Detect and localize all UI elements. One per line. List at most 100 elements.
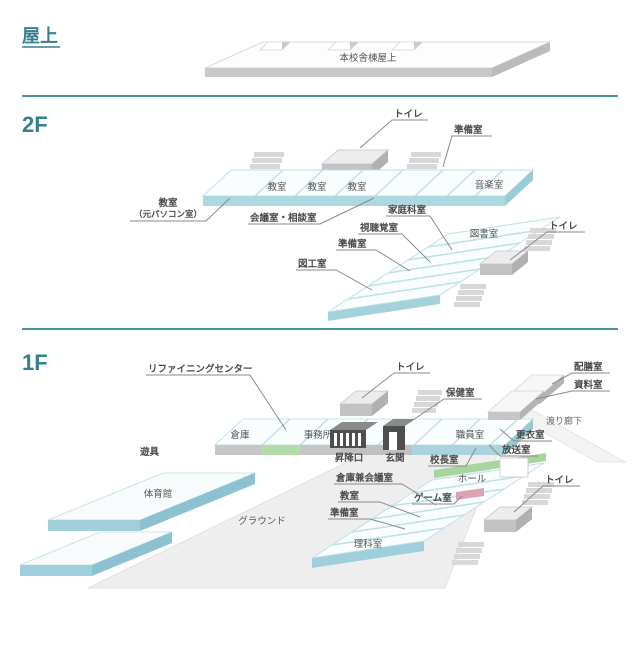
room-divider bbox=[446, 169, 476, 197]
leader-label-meeting: 会議室・相談室 bbox=[250, 212, 317, 224]
room-divider bbox=[261, 418, 291, 446]
room-label-hall: ホール bbox=[458, 474, 487, 485]
room-divider bbox=[347, 281, 461, 300]
stair-step bbox=[456, 296, 482, 301]
leader-label-classroom-pc-sub: （元パソコン室） bbox=[134, 209, 202, 219]
room-label-classroom: 教室 bbox=[347, 181, 366, 193]
f1-strip-front-refining bbox=[262, 445, 300, 455]
stair-step bbox=[254, 152, 284, 157]
leader-label-audio-visual: 視聴覚室 bbox=[359, 222, 399, 234]
f1-strip-front-storage bbox=[215, 445, 262, 455]
toilet-box-side bbox=[516, 507, 532, 532]
stair-step bbox=[526, 488, 552, 493]
room-label-ground: グラウンド bbox=[238, 515, 286, 527]
rooftop-stair-bulkhead-shade bbox=[350, 42, 358, 50]
leader-line bbox=[513, 485, 580, 513]
room-label-classroom: 教室 bbox=[267, 181, 286, 193]
room-divider bbox=[391, 488, 505, 507]
leader-label-prep: 準備室 bbox=[330, 507, 359, 519]
stair-step bbox=[526, 240, 552, 245]
stair-step bbox=[409, 158, 439, 163]
leader-label-refining: リファイニングセンター bbox=[148, 363, 253, 375]
leader-label-classroom-pc: 教室 bbox=[157, 197, 178, 209]
stair-step bbox=[416, 396, 440, 401]
room-label-music: 音楽室 bbox=[475, 179, 504, 191]
leader-label-prep: 準備室 bbox=[454, 124, 483, 136]
leader-label-changing: 更衣室 bbox=[516, 429, 545, 441]
leader-label-classroom: 教室 bbox=[339, 490, 360, 502]
room-divider bbox=[331, 527, 445, 546]
stair-step bbox=[460, 284, 486, 289]
rooftop-stair-bulkhead-shade bbox=[282, 42, 290, 50]
f1-strip-side bbox=[505, 419, 533, 455]
leader-line bbox=[409, 398, 482, 423]
entrance-top bbox=[383, 419, 415, 426]
leader-line bbox=[336, 249, 411, 272]
leader-line bbox=[386, 215, 453, 251]
gym-annex-slab-front bbox=[20, 565, 92, 576]
room-divider bbox=[411, 475, 525, 494]
leader-line bbox=[359, 119, 428, 149]
toilet-box-side bbox=[512, 251, 528, 275]
leader-line bbox=[130, 197, 231, 222]
stair-step bbox=[458, 290, 484, 295]
stair-step bbox=[458, 542, 484, 547]
room-divider bbox=[371, 501, 485, 520]
label-shoe-entrance: 昇降口 bbox=[335, 452, 364, 464]
leader-line bbox=[509, 231, 585, 261]
stair-step bbox=[456, 548, 482, 553]
leader-line bbox=[334, 483, 437, 506]
leader-line bbox=[499, 428, 552, 442]
locker-stripe bbox=[334, 433, 337, 446]
toilet-box bbox=[478, 250, 530, 275]
leader-label-toilet: トイレ bbox=[394, 109, 423, 120]
room-label-science: 理科室 bbox=[354, 538, 383, 550]
stair-step bbox=[411, 152, 441, 157]
label-play-equipment: 遊具 bbox=[140, 446, 160, 458]
stair-step bbox=[252, 158, 282, 163]
leader-label-principal: 校長室 bbox=[430, 454, 459, 466]
room-label-staff: 職員室 bbox=[456, 429, 485, 441]
game-room-pink-edge bbox=[456, 488, 484, 500]
leader-line bbox=[442, 135, 492, 168]
shoe-entrance-structure bbox=[330, 422, 378, 448]
stair-step bbox=[250, 164, 280, 169]
entrance-door bbox=[389, 432, 397, 450]
gym-slab-side bbox=[140, 473, 255, 531]
staircase bbox=[452, 542, 484, 565]
rooftop-stair-bulkhead-shade bbox=[414, 42, 422, 50]
leader-label-toilet: トイレ bbox=[396, 362, 425, 373]
toilet-box bbox=[482, 506, 534, 532]
room-divider bbox=[299, 418, 329, 446]
room-label-classroom: 教室 bbox=[307, 181, 326, 193]
room-divider bbox=[254, 169, 284, 197]
locker-stripe bbox=[358, 433, 361, 446]
stair-step bbox=[452, 560, 478, 565]
room-label-office: 事務所 bbox=[304, 429, 333, 441]
entrance-structure bbox=[383, 419, 415, 450]
rooftop-slab-front bbox=[205, 68, 492, 77]
room-divider bbox=[474, 169, 504, 197]
label-entrance: 玄関 bbox=[385, 452, 404, 464]
room-divider bbox=[414, 169, 444, 197]
toilet-box-front bbox=[340, 404, 372, 416]
leader-label-broadcast: 放送室 bbox=[501, 444, 531, 456]
leader-line bbox=[551, 372, 610, 385]
rooftop-building-label: 本校舎棟屋上 bbox=[339, 52, 397, 64]
leader-label-serving: 配膳室 bbox=[574, 361, 603, 373]
room-divider bbox=[367, 268, 481, 287]
f1-heading: 1F bbox=[22, 350, 48, 375]
leader-line bbox=[412, 495, 463, 505]
rooftop-section: 屋上 本校舎棟屋上 bbox=[22, 26, 618, 97]
room-divider bbox=[334, 169, 364, 197]
room-label-corridor: 渡り廊下 bbox=[546, 415, 582, 426]
rooftop-heading: 屋上 bbox=[22, 26, 58, 46]
leader-line bbox=[535, 390, 610, 400]
locker-stripe bbox=[346, 433, 349, 446]
room-divider bbox=[387, 255, 501, 274]
stair-step bbox=[524, 494, 550, 499]
leader-line bbox=[146, 374, 287, 431]
f1-section: 1F グラウンド 渡り廊下 体育館 遊具 倉庫 事務所 職員室 bbox=[19, 350, 627, 589]
